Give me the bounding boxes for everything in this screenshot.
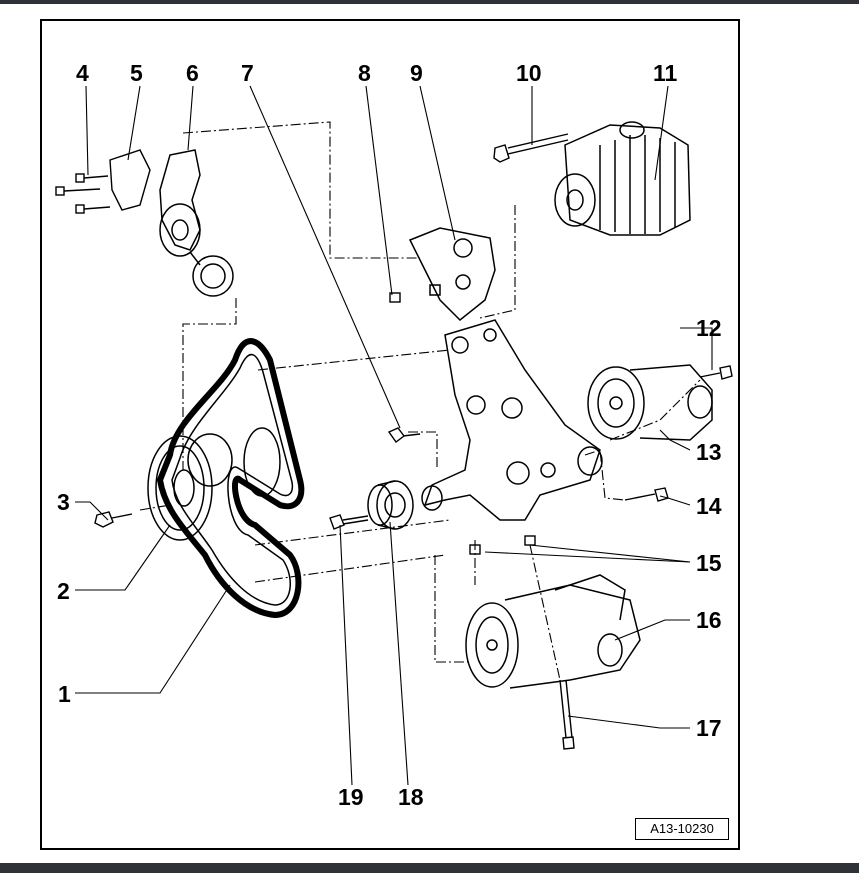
figure-id-label: A13-10230	[635, 818, 729, 840]
callout-15: 15	[696, 550, 722, 576]
damper-bolt	[94, 511, 133, 528]
callout-3: 3	[57, 489, 70, 515]
callout-19: 19	[338, 784, 364, 810]
callout-2: 2	[57, 578, 70, 604]
callout-7: 7	[241, 60, 254, 86]
idler-pulley	[367, 480, 414, 530]
callout-13: 13	[696, 439, 722, 465]
compressor-bolt	[559, 679, 575, 750]
callout-17: 17	[696, 715, 722, 741]
belt-tensioner	[159, 149, 234, 297]
tensioner-bolt	[387, 427, 421, 443]
window-top-bar	[0, 0, 859, 4]
window-bottom-bar	[0, 863, 859, 873]
ac-compressor	[465, 574, 641, 689]
steering-pump-bolt	[699, 365, 733, 380]
callout-16: 16	[696, 607, 722, 633]
bracket-mount-bolt	[624, 487, 669, 502]
callout-1: 1	[58, 681, 71, 707]
assembly-guide-lines	[139, 121, 701, 681]
callout-18: 18	[398, 784, 424, 810]
callout-6: 6	[186, 60, 199, 86]
alternator-bracket	[408, 227, 496, 322]
leader-lines	[75, 85, 713, 786]
alternator-bracket-bolt	[389, 292, 401, 303]
idler-pulley-bolt	[329, 514, 369, 530]
bracket-bolts	[55, 173, 111, 214]
dowel-sleeve	[469, 544, 481, 555]
bracket-plate	[109, 149, 151, 211]
callout-14: 14	[696, 493, 722, 519]
callout-9: 9	[410, 60, 423, 86]
dowel-sleeve	[524, 535, 536, 546]
alternator-bolt	[493, 133, 569, 163]
callout-5: 5	[130, 60, 143, 86]
accessory-support-bracket	[421, 319, 603, 521]
callout-4: 4	[76, 60, 89, 86]
callout-10: 10	[516, 60, 542, 86]
vibration-damper	[147, 427, 281, 541]
callout-12: 12	[696, 315, 722, 341]
poly-v-belt	[156, 338, 305, 619]
power-steering-pump	[587, 364, 713, 441]
alternator	[554, 121, 691, 236]
callout-8: 8	[358, 60, 371, 86]
callout-11: 11	[653, 60, 678, 86]
